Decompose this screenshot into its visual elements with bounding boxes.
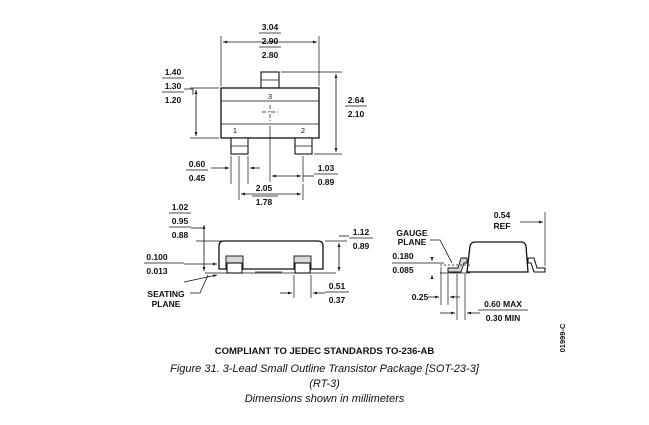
top-width-max: 3.04 <box>262 22 279 32</box>
half-pitch-max: 1.03 <box>318 163 335 173</box>
figure-caption-line-3: Dimensions shown in millimeters <box>244 393 405 405</box>
top-width-nom: 2.90 <box>262 36 279 46</box>
seating-plane-label-1: SEATING <box>147 289 185 299</box>
lead-thickness-min: 0.085 <box>392 265 414 275</box>
ref-label: REF <box>494 221 511 231</box>
lead-span-min: 1.78 <box>256 197 273 207</box>
pin-1-label: 1 <box>233 126 237 135</box>
end-view: 0.54 REF GAUGE PLANE 0.180 0.085 0.25 0.… <box>392 210 546 323</box>
height-min: 0.88 <box>172 230 189 240</box>
body-width-max: 1.40 <box>165 67 182 77</box>
height-nom: 0.95 <box>172 216 189 226</box>
lead-span-max: 2.05 <box>256 183 273 193</box>
end-lead-right <box>527 257 546 273</box>
top-width-min: 2.80 <box>262 50 279 60</box>
drawing-id: 01999-C <box>558 323 567 352</box>
seating-plane-label-2: PLANE <box>152 299 181 309</box>
gauge-value: 0.25 <box>412 292 429 302</box>
gauge-plane-label-2: PLANE <box>398 237 427 247</box>
body-width-min: 1.20 <box>165 95 182 105</box>
ref-value: 0.54 <box>494 210 511 220</box>
side-view: 1.02 0.95 0.88 1.12 0.89 0.100 0.013 0.5… <box>144 202 373 309</box>
body-width-nom: 1.30 <box>165 81 182 91</box>
foot-max: 0.60 MAX <box>484 299 522 309</box>
gauge-plane-label-1: GAUGE <box>396 228 428 238</box>
lead-len-min: 0.37 <box>329 295 346 305</box>
pin-3-label: 3 <box>268 92 272 101</box>
top-view: 3 1 2 3.04 2.90 2.80 1.40 1.30 1.20 2.64… <box>162 22 367 207</box>
lead-len-max: 0.51 <box>329 281 346 291</box>
height-max: 1.02 <box>172 202 189 212</box>
body-height-max: 1.12 <box>353 227 370 237</box>
lead-thickness-max: 0.180 <box>392 251 414 261</box>
overall-length-min: 2.10 <box>348 109 365 119</box>
figure-caption-line-1: Figure 31. 3-Lead Small Outline Transist… <box>170 363 479 375</box>
foot-min: 0.30 MIN <box>486 313 521 323</box>
overall-length-max: 2.64 <box>348 95 365 105</box>
end-lead-left <box>447 257 468 273</box>
lead-width-min: 0.45 <box>189 173 206 183</box>
body-height-min: 0.89 <box>353 241 370 251</box>
half-pitch-min: 0.89 <box>318 177 335 187</box>
lead-width-max: 0.60 <box>189 159 206 169</box>
package-body-end <box>466 241 529 273</box>
compliance-note: COMPLIANT TO JEDEC STANDARDS TO-236-AB <box>214 346 435 357</box>
figure-caption-line-2: (RT-3) <box>309 378 340 390</box>
standoff-max: 0.100 <box>146 252 168 262</box>
standoff-min: 0.013 <box>146 266 168 276</box>
pin-2-label: 2 <box>301 126 305 135</box>
